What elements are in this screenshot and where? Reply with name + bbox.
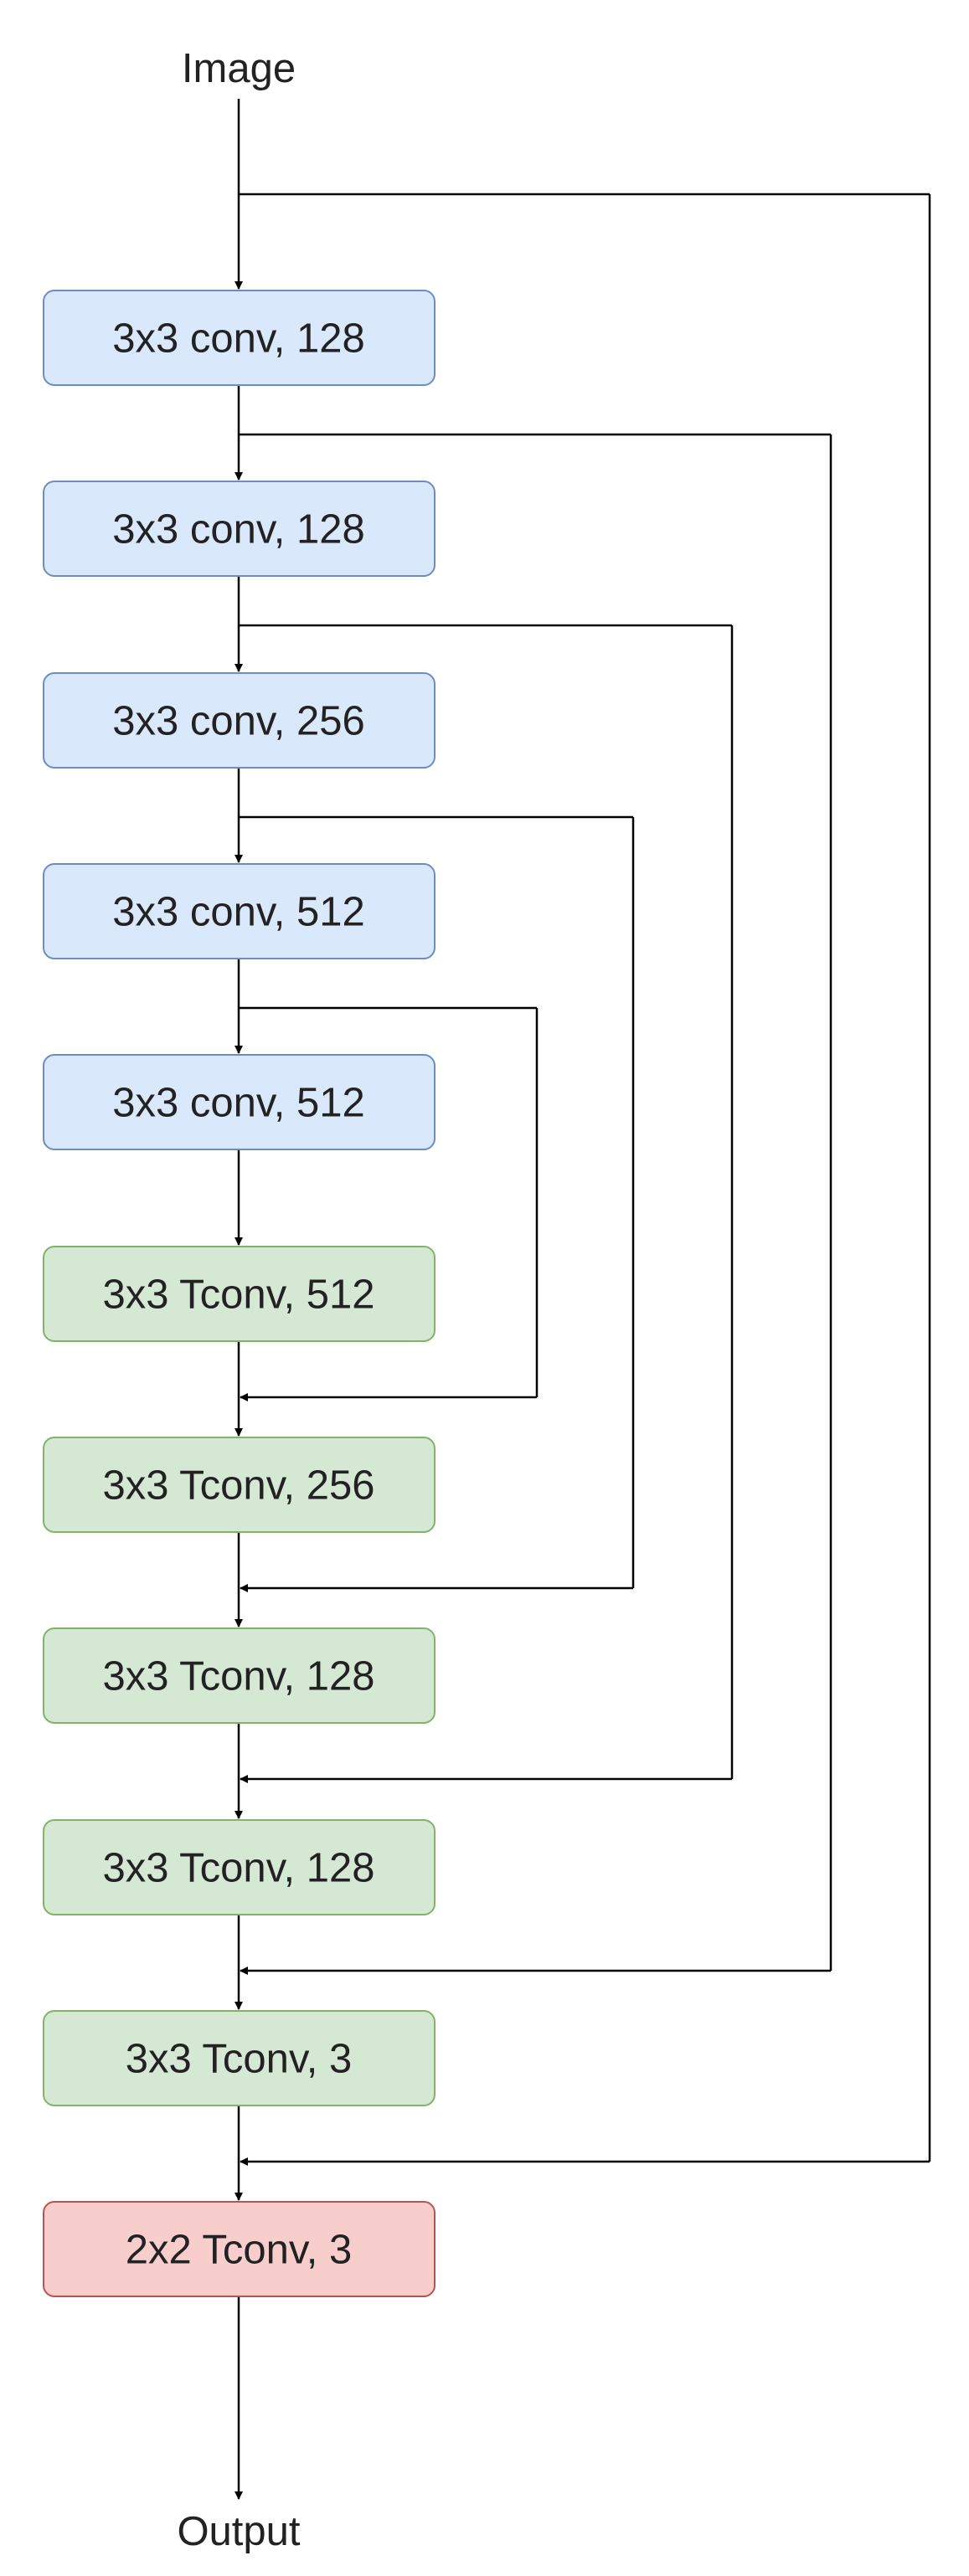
- input-label: Image: [182, 46, 296, 91]
- layer-block-box: [43, 2201, 436, 2297]
- layer-block: 2x2 Tconv, 3: [43, 2201, 436, 2297]
- layer-block: 3x3 conv, 512: [43, 1054, 436, 1150]
- layer-block: 3x3 Tconv, 512: [43, 1246, 436, 1342]
- layer-block-label: 3x3 conv, 512: [112, 1081, 364, 1126]
- layer-block-box: [43, 1627, 436, 1724]
- layer-block: 3x3 conv, 256: [43, 672, 436, 769]
- layer-block-label: 3x3 Tconv, 256: [102, 1463, 374, 1509]
- layer-block-box: [43, 1437, 436, 1533]
- skip-connection: [239, 433, 832, 1975]
- layer-block: 3x3 Tconv, 128: [43, 1627, 436, 1724]
- layer-block-label: 3x3 Tconv, 3: [126, 2037, 353, 2082]
- layer-block: 3x3 Tconv, 256: [43, 1437, 436, 1533]
- layer-block: 3x3 conv, 128: [43, 290, 436, 386]
- layer-block-box: [43, 672, 436, 769]
- layer-block-label: 3x3 conv, 256: [112, 699, 364, 744]
- layer-block-box: [43, 2010, 436, 2106]
- layer-block-label: 3x3 conv, 128: [112, 507, 364, 553]
- layer-block-label: 3x3 Tconv, 512: [102, 1273, 374, 1318]
- layer-block-label: 3x3 Tconv, 128: [102, 1654, 374, 1699]
- layer-block-label: 3x3 Tconv, 128: [102, 1846, 374, 1891]
- layer-block-label: 2x2 Tconv, 3: [126, 2228, 353, 2273]
- output-label: Output: [177, 2509, 300, 2554]
- skip-connection: [239, 815, 635, 1592]
- layer-block-box: [43, 290, 436, 386]
- layer-block-box: [43, 1819, 436, 1915]
- skip-connection: [239, 624, 734, 1783]
- layer-block-label: 3x3 conv, 128: [112, 316, 364, 362]
- layer-block: 3x3 conv, 128: [43, 481, 436, 577]
- layer-block-box: [43, 1054, 436, 1150]
- layer-block-box: [43, 1246, 436, 1342]
- skip-connection: [239, 193, 931, 2166]
- layer-block-label: 3x3 conv, 512: [112, 890, 364, 935]
- layer-block: 3x3 Tconv, 128: [43, 1819, 436, 1915]
- layer-block: 3x3 Tconv, 3: [43, 2010, 436, 2106]
- skip-connections: [239, 193, 931, 2166]
- skip-connection: [239, 1006, 539, 1401]
- layer-blocks: 3x3 conv, 128 3x3 conv, 128 3x3 conv, 256 3…: [43, 290, 436, 2297]
- layer-block-box: [43, 481, 436, 577]
- layer-block: 3x3 conv, 512: [43, 863, 436, 959]
- layer-block-box: [43, 863, 436, 959]
